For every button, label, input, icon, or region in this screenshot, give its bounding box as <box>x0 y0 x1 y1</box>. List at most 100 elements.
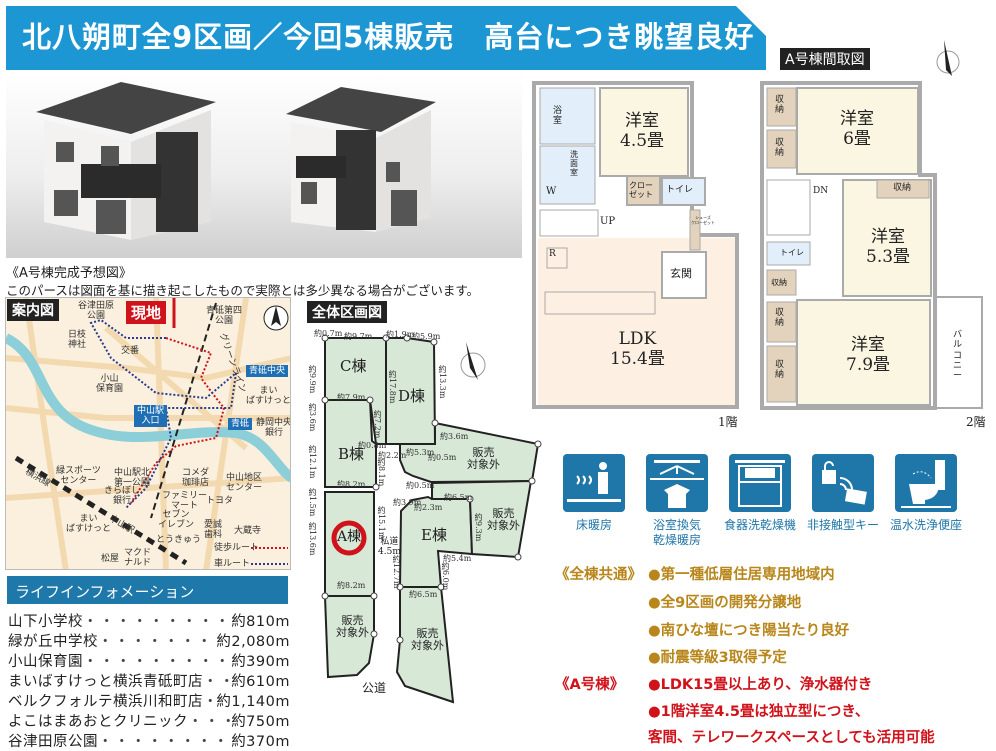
balcony: バ ル コ ニ ー <box>953 330 963 382</box>
list-item: 谷津田原公園・・・・・・・・・・・・・・・・・・・・・・・・約370m <box>8 730 290 751</box>
map-label-store: セブン イレブン <box>158 510 195 530</box>
map-label: 案内図 <box>7 299 59 321</box>
lot-label-c: C棟 <box>340 357 367 375</box>
list-item: 緑が丘中学校・・・・・・・・・・・・・・・・・・・・・・・・約2,080m <box>8 630 290 651</box>
dimension-label: 約5.9m <box>412 332 441 341</box>
map-label-cafe: コメダ 珈琲店 <box>182 468 210 488</box>
site-plan-label: 全体区画図 <box>307 301 387 323</box>
map-label-dental: 愛誠 歯科 <box>204 520 223 540</box>
lot-label-d: D棟 <box>398 387 426 405</box>
dishwasher-icon <box>729 454 791 512</box>
walk-route <box>130 337 226 504</box>
map-label-store: とうきゅう <box>156 535 202 545</box>
dimension-label: 約9.9m <box>308 365 317 394</box>
room-western-7-9: 洋室 7.9畳 <box>846 335 891 375</box>
list-item: ベルクフォルテ横浜川和町店・・・・・・・・・・・・・・・・・・・・・・・・約1,… <box>8 690 290 711</box>
place-name: 小山保育園 <box>8 654 83 670</box>
map-label-restaurant: 松屋 <box>101 554 120 564</box>
room-washroom: 洗 面 室 <box>570 150 578 178</box>
room-storage: 収納 <box>771 278 787 287</box>
room-storage: 収 納 <box>775 138 785 159</box>
room-storage: 収納 <box>893 183 912 193</box>
feature-item: ●1階洋室4.5畳は独立型につき、 <box>648 704 870 720</box>
yokohama-line-rail <box>14 455 188 566</box>
equipment-label: 温水洗浄便座 <box>889 518 962 532</box>
dimension-label: 約0.7m <box>314 329 343 338</box>
dimension-label: 約1.5m <box>308 488 317 517</box>
place-name: 谷津田原公園 <box>8 734 98 750</box>
dimension-label: 約0.5m <box>406 481 435 490</box>
dimension-label: 約2.2m <box>378 451 407 460</box>
house-render-image <box>36 82 436 240</box>
lot-label-a: A棟 <box>337 529 362 545</box>
render-disclaimer: このパースは図面を基に描き起こしたもので実際とは多少異なる場合がございます。 <box>6 283 480 298</box>
dimension-label: 約6.0m <box>441 562 450 591</box>
map-label-shrine: 日枝 神社 <box>68 330 87 350</box>
dimension-label: 約9.7m <box>344 332 373 341</box>
map-label-temple: 大蔵寺 <box>234 526 262 536</box>
place-distance: 約2,080m <box>216 634 290 650</box>
room-ldk: LDK 15.4畳 <box>610 329 665 369</box>
stairs-down-label: DN <box>813 186 829 196</box>
equipment-label: 非接触型キー <box>806 518 879 532</box>
floor-heating-icon <box>563 454 625 512</box>
room-western-6: 洋室 6畳 <box>840 109 874 149</box>
map-label-park: 谷津田原 公園 <box>78 301 115 321</box>
render-caption: 《A号棟完成予想図》 <box>6 266 132 281</box>
equipment-label: 床暖房 <box>575 518 612 532</box>
dimension-label: 約13.6m <box>308 522 317 556</box>
place-distance: 約1,140m <box>216 694 290 710</box>
page-title: 北八朔町全9区画／今回5棟販売 高台につき眺望良好 <box>22 20 755 54</box>
lot-label-excluded: 販売 対象外 <box>467 446 500 472</box>
equipment-label: 食器洗乾燥機 <box>723 518 796 532</box>
room-storage: 収 納 <box>775 308 785 329</box>
place-distance: 約610m <box>231 674 290 690</box>
place-distance: 約750m <box>231 714 290 730</box>
floor-plan-label: A号棟間取図 <box>780 48 870 70</box>
dimension-label: 約17.8m <box>388 370 397 404</box>
feature-item: 客間、テレワークスペースとしても活用可能 <box>648 730 935 746</box>
lot-label-b: B棟 <box>338 445 365 463</box>
contactless-key-icon <box>812 454 874 512</box>
dimension-label: 約8.2m <box>337 480 366 489</box>
legend-walk: 徒歩ルート <box>214 543 260 553</box>
room-western-5-3: 洋室 5.3畳 <box>866 227 911 267</box>
house-renderings <box>6 72 522 258</box>
map-label-park: 中山駅北 第一公園 <box>114 468 151 488</box>
lot-label-e: E棟 <box>421 526 447 544</box>
floor-label-2f: 2階 <box>966 415 986 429</box>
list-item: 山下小学校・・・・・・・・・・・・・・・・・・・・・・・・約810m <box>8 610 290 631</box>
list-item: 小山保育園・・・・・・・・・・・・・・・・・・・・・・・・約390m <box>8 650 290 671</box>
map-label-store: まい ばすけっと <box>66 514 112 534</box>
room-storage: 収 納 <box>775 95 785 116</box>
equipment-label: 浴室換気 乾燥暖房 <box>652 518 701 547</box>
lot-label-excluded: 販売 対象外 <box>411 627 444 653</box>
dimension-label: 約6.5m <box>444 493 473 502</box>
map-label-store: まい ばすけっと <box>246 386 291 406</box>
site-location-marker: 現地 <box>126 301 167 324</box>
green-line-rail <box>150 302 217 519</box>
room-w: W <box>546 186 557 197</box>
station-aoto: 青砥 <box>228 418 253 430</box>
life-info-header: ライフインフォメーション <box>7 576 288 604</box>
floor-label-1f: 1階 <box>718 415 738 429</box>
map-label-bank: きらぼし 銀行 <box>104 486 141 506</box>
dimension-label: 約6.5m <box>409 590 438 599</box>
car-route <box>89 318 238 509</box>
dimension-label: 約7.9m <box>337 393 366 402</box>
stairs-up-label: UP <box>600 216 616 227</box>
place-name: 山下小学校 <box>8 614 83 630</box>
map-label-sports: 緑スポーツ センター <box>56 466 101 486</box>
map-label-store: ファミリー マート <box>162 491 208 511</box>
feature-item: ●全9区画の開発分譲地 <box>648 595 802 611</box>
place-distance: 約370m <box>231 734 290 750</box>
place-distance: 約390m <box>231 654 290 670</box>
map-label-toyota: トヨタ <box>206 496 234 506</box>
lot-label-excluded: 販売 対象外 <box>336 614 369 640</box>
common-features-label: 《全棟共通》 <box>555 567 642 583</box>
dimension-label: 約5.4m <box>443 554 472 563</box>
house-render-a <box>36 82 216 240</box>
dimension-label: 約1.9m <box>386 330 415 339</box>
room-entrance: 玄関 <box>670 267 692 280</box>
area-map: 案内図 現地 谷津田原 公園 青砥第四 公園 日枝 神社 交番 小山 保育園 ま… <box>5 297 291 570</box>
